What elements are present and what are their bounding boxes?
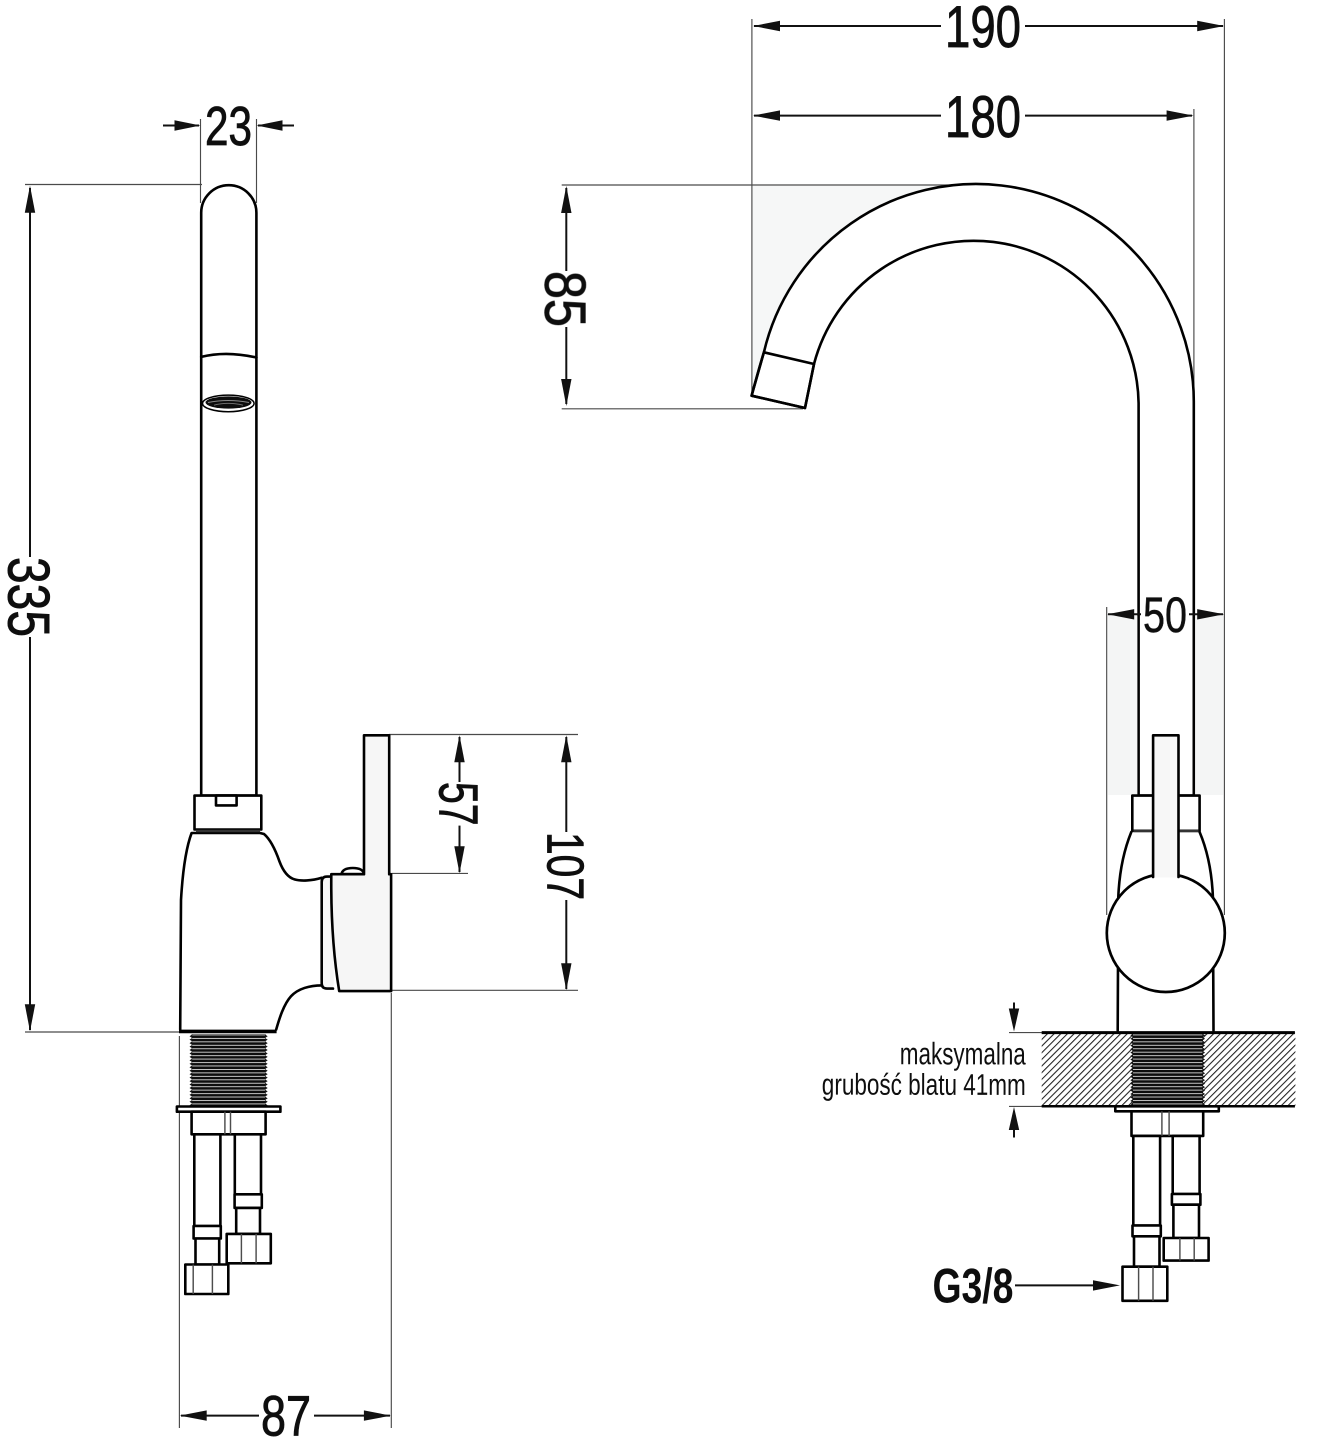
svg-text:maksymalna: maksymalna [900,1036,1027,1071]
svg-text:190: 190 [945,0,1021,60]
svg-text:grubość blatu 41mm: grubość blatu 41mm [822,1069,1026,1102]
svg-text:85: 85 [532,271,597,327]
svg-text:180: 180 [945,84,1021,150]
svg-text:107: 107 [535,832,593,900]
svg-text:87: 87 [261,1384,311,1440]
svg-text:335: 335 [0,557,62,637]
svg-text:23: 23 [205,95,252,157]
svg-text:50: 50 [1143,587,1187,643]
svg-text:G3/8: G3/8 [932,1260,1013,1314]
svg-text:57: 57 [428,782,490,826]
